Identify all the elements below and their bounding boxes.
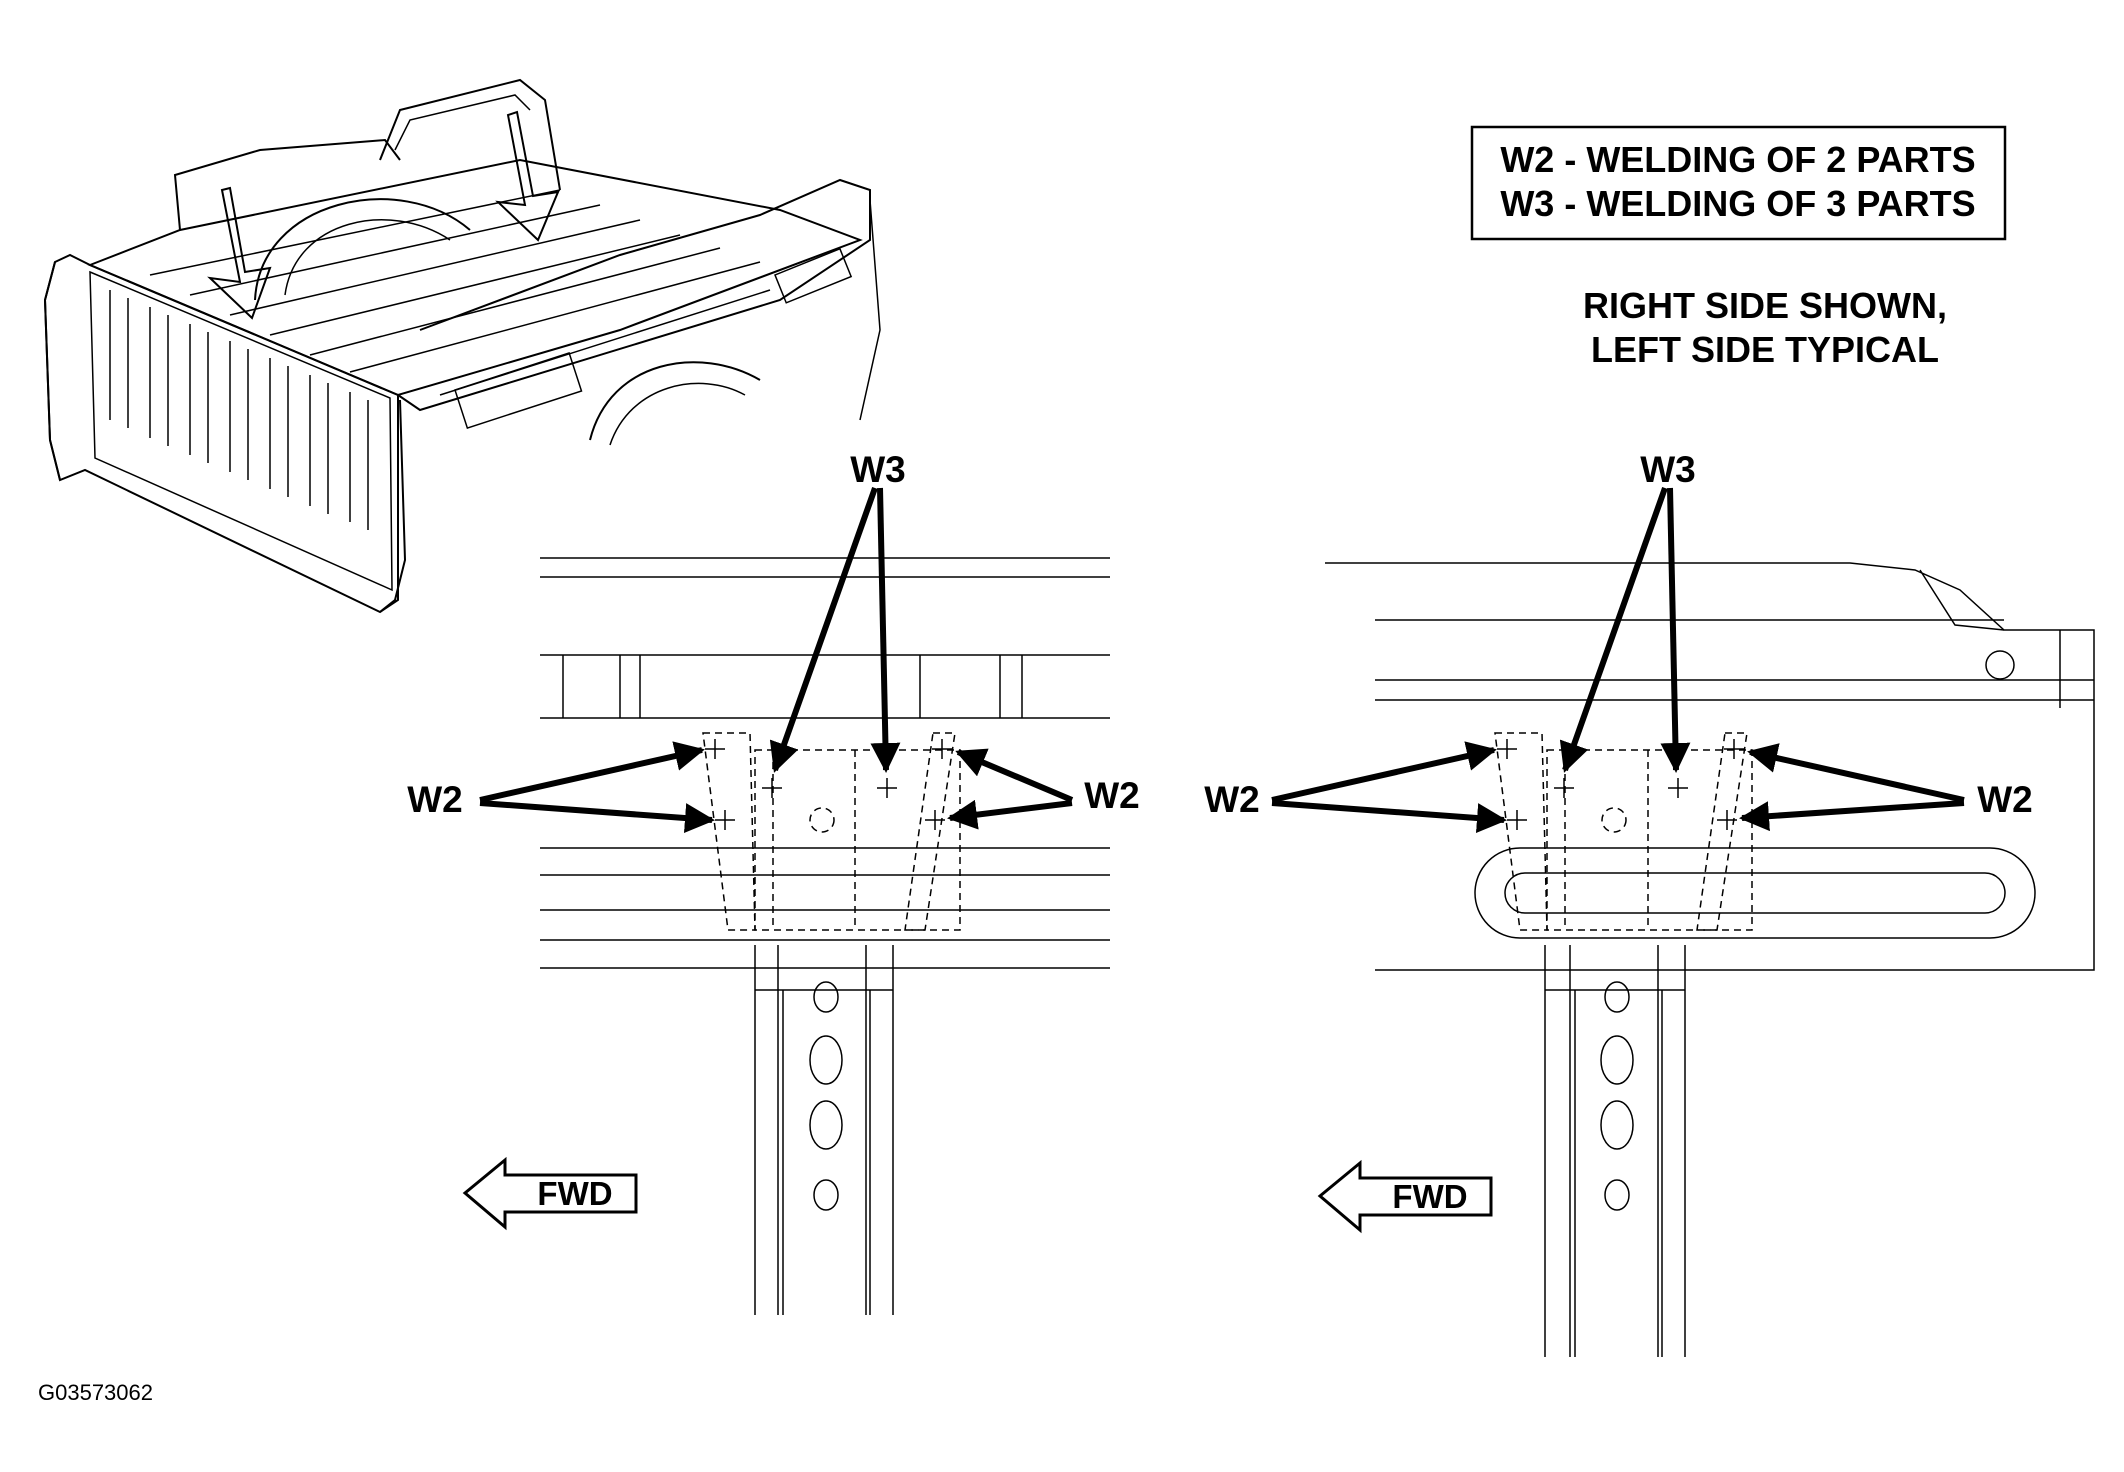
right-fwd-label: FWD xyxy=(1392,1178,1467,1215)
forward-arrow-icon: FWD xyxy=(1317,1159,1493,1234)
figure-id: G03573062 xyxy=(38,1380,153,1405)
note-line-1: RIGHT SIDE SHOWN, xyxy=(1583,285,1947,326)
right-w3-label: W3 xyxy=(1640,449,1696,490)
legend-w2: W2 - WELDING OF 2 PARTS xyxy=(1500,139,1975,180)
legend-box: W2 - WELDING OF 2 PARTS W3 - WELDING OF … xyxy=(1470,125,2007,241)
pickup-bed-icon xyxy=(43,78,881,614)
right-detail-view: W3 W2 W2 FWD xyxy=(1204,449,2095,1357)
legend-w3: W3 - WELDING OF 3 PARTS xyxy=(1500,183,1975,224)
right-w2-label-right: W2 xyxy=(1977,779,2033,820)
left-w2-label-right: W2 xyxy=(1084,775,1140,816)
forward-arrow-icon: FWD xyxy=(462,1156,638,1231)
left-detail-view: W3 W2 W2 FWD xyxy=(407,449,1140,1315)
left-fwd-label: FWD xyxy=(537,1175,612,1212)
left-w2-label-left: W2 xyxy=(407,779,463,820)
view-note: RIGHT SIDE SHOWN, LEFT SIDE TYPICAL xyxy=(1583,285,1947,370)
note-line-2: LEFT SIDE TYPICAL xyxy=(1591,329,1939,370)
left-w3-label: W3 xyxy=(850,449,906,490)
right-w2-label-left: W2 xyxy=(1204,779,1260,820)
